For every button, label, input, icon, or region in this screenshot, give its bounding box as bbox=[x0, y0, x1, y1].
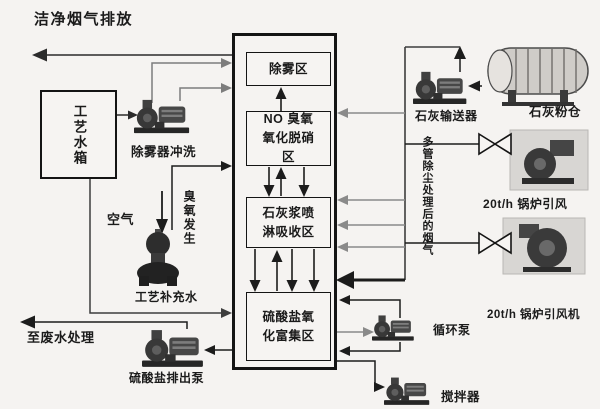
clean-gas-title: 洁净烟气排放 bbox=[34, 11, 134, 28]
demister-flush-label: 除雾器冲洗 bbox=[131, 145, 197, 159]
makeup-water-label: 工艺补充水 bbox=[135, 290, 198, 304]
lime-silo-label: 石灰粉仓 bbox=[529, 105, 582, 119]
agitator-icon bbox=[384, 377, 430, 405]
agitator-label: 搅拌器 bbox=[441, 390, 481, 404]
zone-sulfate-oxidation: 硫酸盐氧化富集区 bbox=[246, 292, 331, 361]
spray-branch-arrows bbox=[337, 108, 405, 252]
lime-conveyor-label: 石灰输送器 bbox=[415, 109, 478, 123]
boiler-fan-bottom-icon bbox=[502, 217, 586, 275]
makeup-water-line bbox=[89, 179, 232, 318]
ozone-line bbox=[171, 161, 232, 230]
zone-no-ozone-denitration: NO 臭氧氧化脱硝区 bbox=[246, 111, 331, 166]
sulfate-discharge-pump-label: 硫酸盐排出泵 bbox=[129, 371, 205, 385]
zone-demister: 除雾区 bbox=[246, 52, 331, 86]
boiler-fan-top-icon bbox=[509, 129, 589, 191]
zone-lime-slurry-absorption: 石灰浆喷淋吸收区 bbox=[246, 197, 331, 248]
demister-flush-lines bbox=[151, 58, 232, 103]
lime-conveyor-icon bbox=[413, 71, 467, 105]
ozone-generation-label: 臭氧发生 bbox=[182, 190, 196, 246]
lime-silo-icon bbox=[487, 47, 589, 106]
lime-feed-lines bbox=[405, 46, 482, 92]
air-label: 空气 bbox=[107, 212, 135, 227]
valve-icon-top bbox=[478, 133, 512, 155]
circulation-pump-icon bbox=[372, 315, 414, 341]
sulfate-discharge-pump-icon bbox=[142, 330, 203, 367]
process-water-tank-label: 工艺水箱 bbox=[71, 103, 87, 166]
clean-gas-arrow bbox=[32, 48, 232, 62]
tank-to-pump-arrow bbox=[117, 110, 138, 120]
air-arrow bbox=[156, 191, 168, 234]
agitator-line bbox=[337, 360, 385, 392]
absorber-tower bbox=[232, 33, 337, 370]
tower-internal-arrows bbox=[249, 87, 320, 292]
flue-gas-line-label: 多管除尘处理后的烟气 bbox=[421, 136, 433, 256]
circulation-pump-label: 循环泵 bbox=[433, 323, 471, 337]
to-wastewater-label: 至废水处理 bbox=[27, 330, 95, 345]
process-water-tank: 工艺水箱 bbox=[40, 90, 117, 179]
flue-gas-inlet-arrow bbox=[336, 271, 405, 289]
sulfate-discharge-lines bbox=[20, 315, 232, 355]
boiler-fan-bottom-label: 20t/h 锅炉引风机 bbox=[487, 309, 581, 321]
valve-icon-bottom bbox=[478, 232, 512, 254]
circulation-loop-lines bbox=[337, 295, 401, 356]
demister-flush-pump-icon bbox=[134, 99, 190, 134]
boiler-fan-top-label: 20t/h 锅炉引风 bbox=[483, 197, 568, 211]
ozone-generator-icon bbox=[137, 229, 179, 286]
